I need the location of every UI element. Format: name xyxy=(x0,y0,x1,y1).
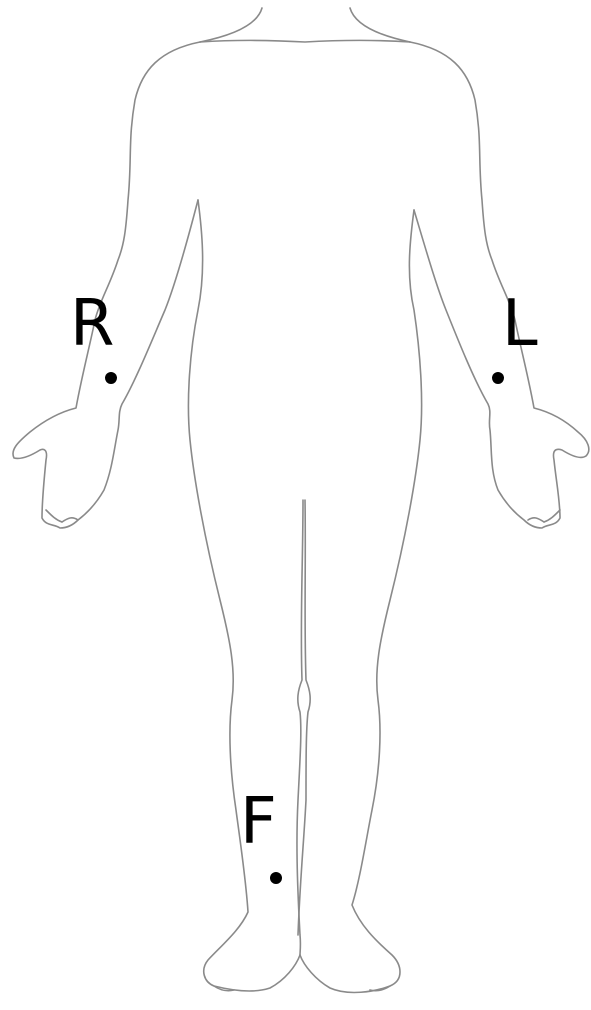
body-outline xyxy=(13,8,589,992)
right-arm-electrode-dot xyxy=(105,372,117,384)
foot-electrode-label: F xyxy=(240,790,276,854)
left-arm-electrode-dot xyxy=(492,372,504,384)
foot-electrode-dot xyxy=(270,872,282,884)
right-arm-electrode-label: R xyxy=(70,292,113,356)
left-arm-electrode-label: L xyxy=(502,292,537,356)
